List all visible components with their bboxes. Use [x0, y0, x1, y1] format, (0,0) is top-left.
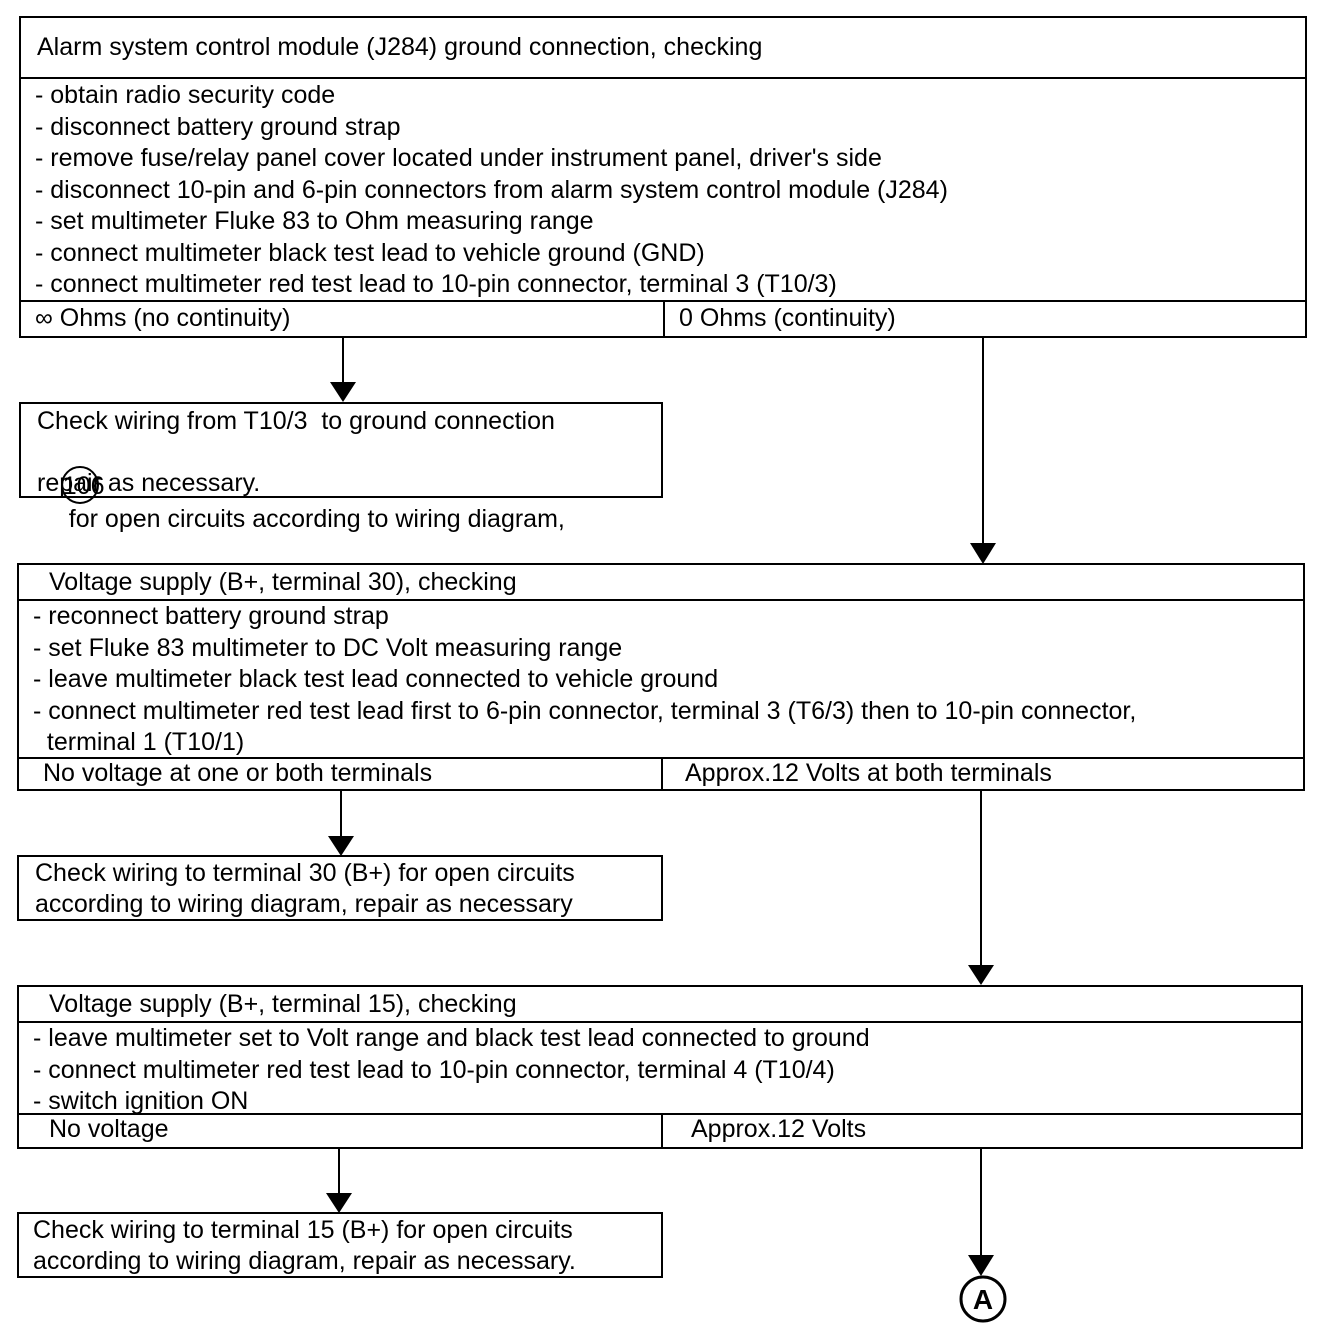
block-ground-check: Alarm system control module (J284) groun… — [19, 16, 1307, 338]
ground-connection-106: 106 for open circuits according to wirin… — [33, 438, 565, 567]
action-check-terminal-30-wiring: Check wiring to terminal 30 (B+) for ope… — [17, 855, 663, 921]
step-item: - set multimeter Fluke 83 to Ohm measuri… — [35, 207, 594, 235]
action-check-ground-wiring: Check wiring from T10/3 to ground connec… — [19, 402, 663, 533]
step-item: - reconnect battery ground strap — [33, 602, 389, 630]
action-check-terminal-15-wiring: Check wiring to terminal 15 (B+) for ope… — [17, 1212, 663, 1278]
action-line: repair as necessary. — [37, 469, 261, 497]
arrow-head — [968, 965, 994, 985]
action-line: according to wiring diagram, repair as n… — [35, 890, 573, 918]
block-title: Alarm system control module (J284) groun… — [21, 18, 1305, 79]
result-row: No voltage at one or both terminals Appr… — [19, 757, 1303, 789]
connector-a-label: A — [973, 1284, 993, 1315]
step-item: - obtain radio security code — [35, 81, 336, 109]
result-no-voltage: No voltage — [19, 1115, 663, 1147]
step-item: - set Fluke 83 multimeter to DC Volt mea… — [33, 633, 623, 662]
block-title-text: Voltage supply (B+, terminal 30), checki… — [49, 568, 517, 596]
action-line: Check wiring to terminal 30 (B+) for ope… — [35, 859, 575, 887]
arrow-head — [328, 836, 354, 856]
block-title-text: Voltage supply (B+, terminal 15), checki… — [49, 990, 517, 1018]
step-item: - connect multimeter red test lead to 10… — [35, 270, 837, 298]
block-terminal-15-check: Voltage supply (B+, terminal 15), checki… — [17, 985, 1303, 1149]
step-item: - connect multimeter black test lead to … — [35, 238, 705, 267]
result-row: ∞ Ohms (no continuity) 0 Ohms (continuit… — [21, 300, 1305, 336]
result-12-volts: Approx.12 Volts — [691, 1115, 867, 1143]
step-list: - obtain radio security code - disconnec… — [21, 80, 1305, 301]
result-row: No voltage Approx.12 Volts — [19, 1113, 1301, 1147]
arrow-head — [970, 543, 996, 564]
action-line: for open circuits according to wiring di… — [68, 504, 565, 533]
arrow-head — [330, 382, 356, 402]
arrow-head — [326, 1193, 352, 1213]
step-item: - switch ignition ON — [33, 1087, 249, 1115]
step-item: - connect multimeter red test lead first… — [33, 696, 1137, 725]
step-list: - leave multimeter set to Volt range and… — [19, 1023, 1301, 1118]
step-item: - leave multimeter set to Volt range and… — [33, 1024, 870, 1052]
block-terminal-30-check: Voltage supply (B+, terminal 30), checki… — [17, 563, 1305, 791]
result-no-voltage: No voltage at one or both terminals — [19, 759, 663, 789]
action-line: Check wiring from T10/3 to ground connec… — [37, 407, 555, 435]
step-list: - reconnect battery ground strap - set F… — [19, 601, 1303, 759]
step-item: - remove fuse/relay panel cover located … — [35, 144, 882, 172]
action-line: according to wiring diagram, repair as n… — [33, 1247, 576, 1275]
result-continuity: 0 Ohms (continuity) — [679, 304, 896, 332]
block-title: Voltage supply (B+, terminal 15), checki… — [19, 987, 1301, 1023]
step-item: terminal 1 (T10/1) — [33, 728, 245, 756]
arrow-head — [968, 1255, 994, 1276]
step-item: - disconnect 10-pin and 6-pin connectors… — [35, 175, 948, 204]
step-item: - disconnect battery ground strap — [35, 112, 401, 141]
result-12-volts: Approx.12 Volts at both terminals — [685, 759, 1052, 787]
block-title-text: Alarm system control module (J284) groun… — [37, 33, 763, 61]
step-item: - connect multimeter red test lead to 10… — [33, 1055, 835, 1084]
result-no-continuity: ∞ Ohms (no continuity) — [21, 302, 665, 336]
ground-connection-number: 106 — [60, 465, 105, 504]
action-line: Check wiring to terminal 15 (B+) for ope… — [33, 1216, 573, 1244]
step-item: - leave multimeter black test lead conne… — [33, 665, 719, 693]
block-title: Voltage supply (B+, terminal 30), checki… — [19, 565, 1303, 601]
connector-a-circle — [959, 1275, 1007, 1323]
